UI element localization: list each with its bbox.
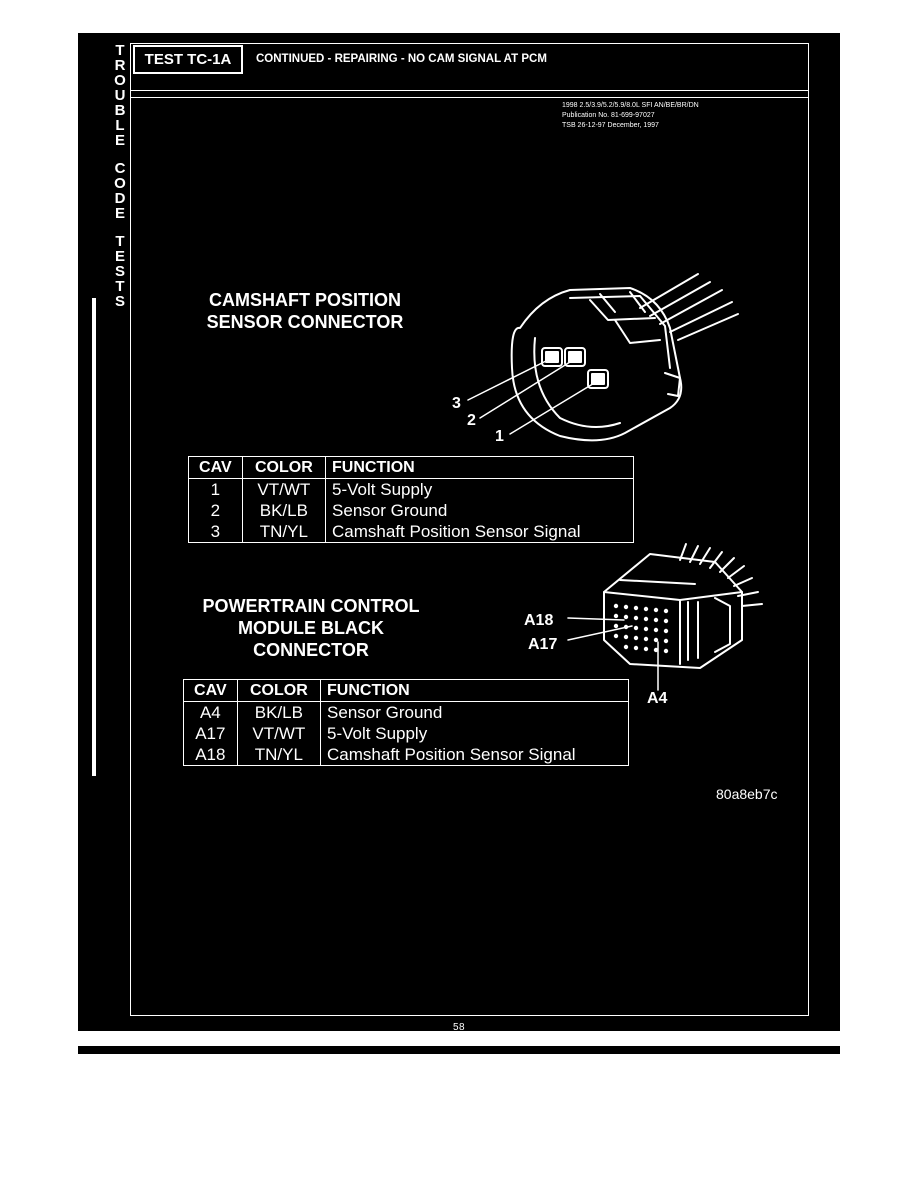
page-number: 58 (452, 1022, 466, 1033)
tab-letter: S (114, 293, 125, 310)
test-id-box: TEST TC-1A (133, 45, 243, 74)
cell-cav: 1 (188, 478, 243, 500)
column-header-function: FUNCTION (320, 679, 629, 702)
cavity-callout-1: 1 (495, 428, 504, 445)
cell-color: BK/LB (241, 500, 327, 521)
tab-letter: E (114, 132, 125, 149)
tab-letter: S (114, 263, 125, 280)
table-row: 3 TN/YL Camshaft Position Sensor Signal (188, 521, 634, 543)
cell-color: TN/YL (241, 521, 327, 543)
pcm-connector-illustration (567, 543, 763, 691)
camshaft-pinout-table: CAV COLOR FUNCTION 1 VT/WT 5-Volt Supply… (188, 456, 634, 543)
cell-cav: A4 (183, 701, 238, 723)
publication-line: Publication No. 81-699-97027 (562, 112, 655, 119)
column-header-color: COLOR (236, 679, 322, 702)
pin-callout-a17: A17 (528, 636, 558, 653)
cell-cav: A17 (183, 723, 238, 744)
title-line: CONNECTOR (253, 640, 369, 660)
publication-info: 1998 2.5/3.9/5.2/5.9/8.0L SFI AN/BE/BR/D… (562, 101, 699, 131)
table-header-row: CAV COLOR FUNCTION (188, 456, 634, 479)
tab-letter: B (114, 102, 126, 119)
cell-cav: 2 (188, 500, 243, 521)
tab-letter: E (114, 248, 125, 265)
cavity-callout-2: 2 (467, 412, 476, 429)
table-row: A4 BK/LB Sensor Ground (183, 701, 629, 723)
cell-color: VT/WT (241, 478, 327, 500)
publication-line: 1998 2.5/3.9/5.2/5.9/8.0L SFI AN/BE/BR/D… (562, 102, 699, 109)
pcm-pinout-table: CAV COLOR FUNCTION A4 BK/LB Sensor Groun… (183, 679, 629, 766)
cell-cav: A18 (183, 744, 238, 766)
table-row: 1 VT/WT 5-Volt Supply (188, 478, 634, 500)
title-line: POWERTRAIN CONTROL (202, 596, 420, 616)
cell-function: 5-Volt Supply (320, 723, 629, 744)
tab-letter: O (114, 175, 126, 192)
cell-function: Camshaft Position Sensor Signal (320, 744, 629, 766)
tab-letter: L (115, 117, 125, 134)
cell-cav: 3 (188, 521, 243, 543)
pin-callout-a4: A4 (647, 690, 668, 707)
tab-letter: U (114, 87, 126, 104)
cell-function: 5-Volt Supply (325, 478, 634, 500)
cavity-callout-3: 3 (452, 395, 461, 412)
bottom-rule (78, 1046, 840, 1054)
camshaft-connector-title: CAMSHAFT POSITION SENSOR CONNECTOR (190, 289, 420, 333)
tab-letter: T (115, 42, 125, 59)
table-header-row: CAV COLOR FUNCTION (183, 679, 629, 702)
publication-line: TSB 26-12-97 December, 1997 (562, 122, 659, 129)
title-line: MODULE BLACK (238, 618, 384, 638)
title-line: CAMSHAFT POSITION (209, 290, 401, 310)
cell-color: TN/YL (236, 744, 322, 766)
column-header-function: FUNCTION (325, 456, 634, 479)
cell-function: Sensor Ground (320, 701, 629, 723)
section-tab-rule (92, 298, 96, 776)
column-header-color: COLOR (241, 456, 327, 479)
cell-color: BK/LB (236, 701, 322, 723)
table-row: 2 BK/LB Sensor Ground (188, 500, 634, 521)
title-line: SENSOR CONNECTOR (206, 312, 404, 332)
cell-function: Sensor Ground (325, 500, 634, 521)
tab-letter: D (114, 190, 126, 207)
table-row: A18 TN/YL Camshaft Position Sensor Signa… (183, 744, 629, 766)
tab-letter: R (114, 57, 126, 74)
content-panel (130, 43, 809, 1016)
cell-color: VT/WT (236, 723, 322, 744)
tab-letter: O (114, 72, 126, 89)
table-row: A17 VT/WT 5-Volt Supply (183, 723, 629, 744)
page-title: CONTINUED - REPAIRING - NO CAM SIGNAL AT… (256, 53, 547, 65)
header-divider-secondary (130, 97, 809, 98)
figure-id: 80a8eb7c (716, 786, 778, 802)
column-header-cav: CAV (188, 456, 243, 479)
tab-letter: T (115, 233, 125, 250)
tab-letter: T (115, 278, 125, 295)
cell-function: Camshaft Position Sensor Signal (325, 521, 634, 543)
pin-callout-a18: A18 (524, 612, 554, 629)
tab-letter: C (114, 160, 126, 177)
camshaft-connector-illustration (467, 273, 739, 442)
pcm-connector-title: POWERTRAIN CONTROL MODULE BLACK CONNECTO… (180, 595, 442, 661)
tab-letter: E (114, 205, 125, 222)
column-header-cav: CAV (183, 679, 238, 702)
header-divider (130, 90, 809, 91)
